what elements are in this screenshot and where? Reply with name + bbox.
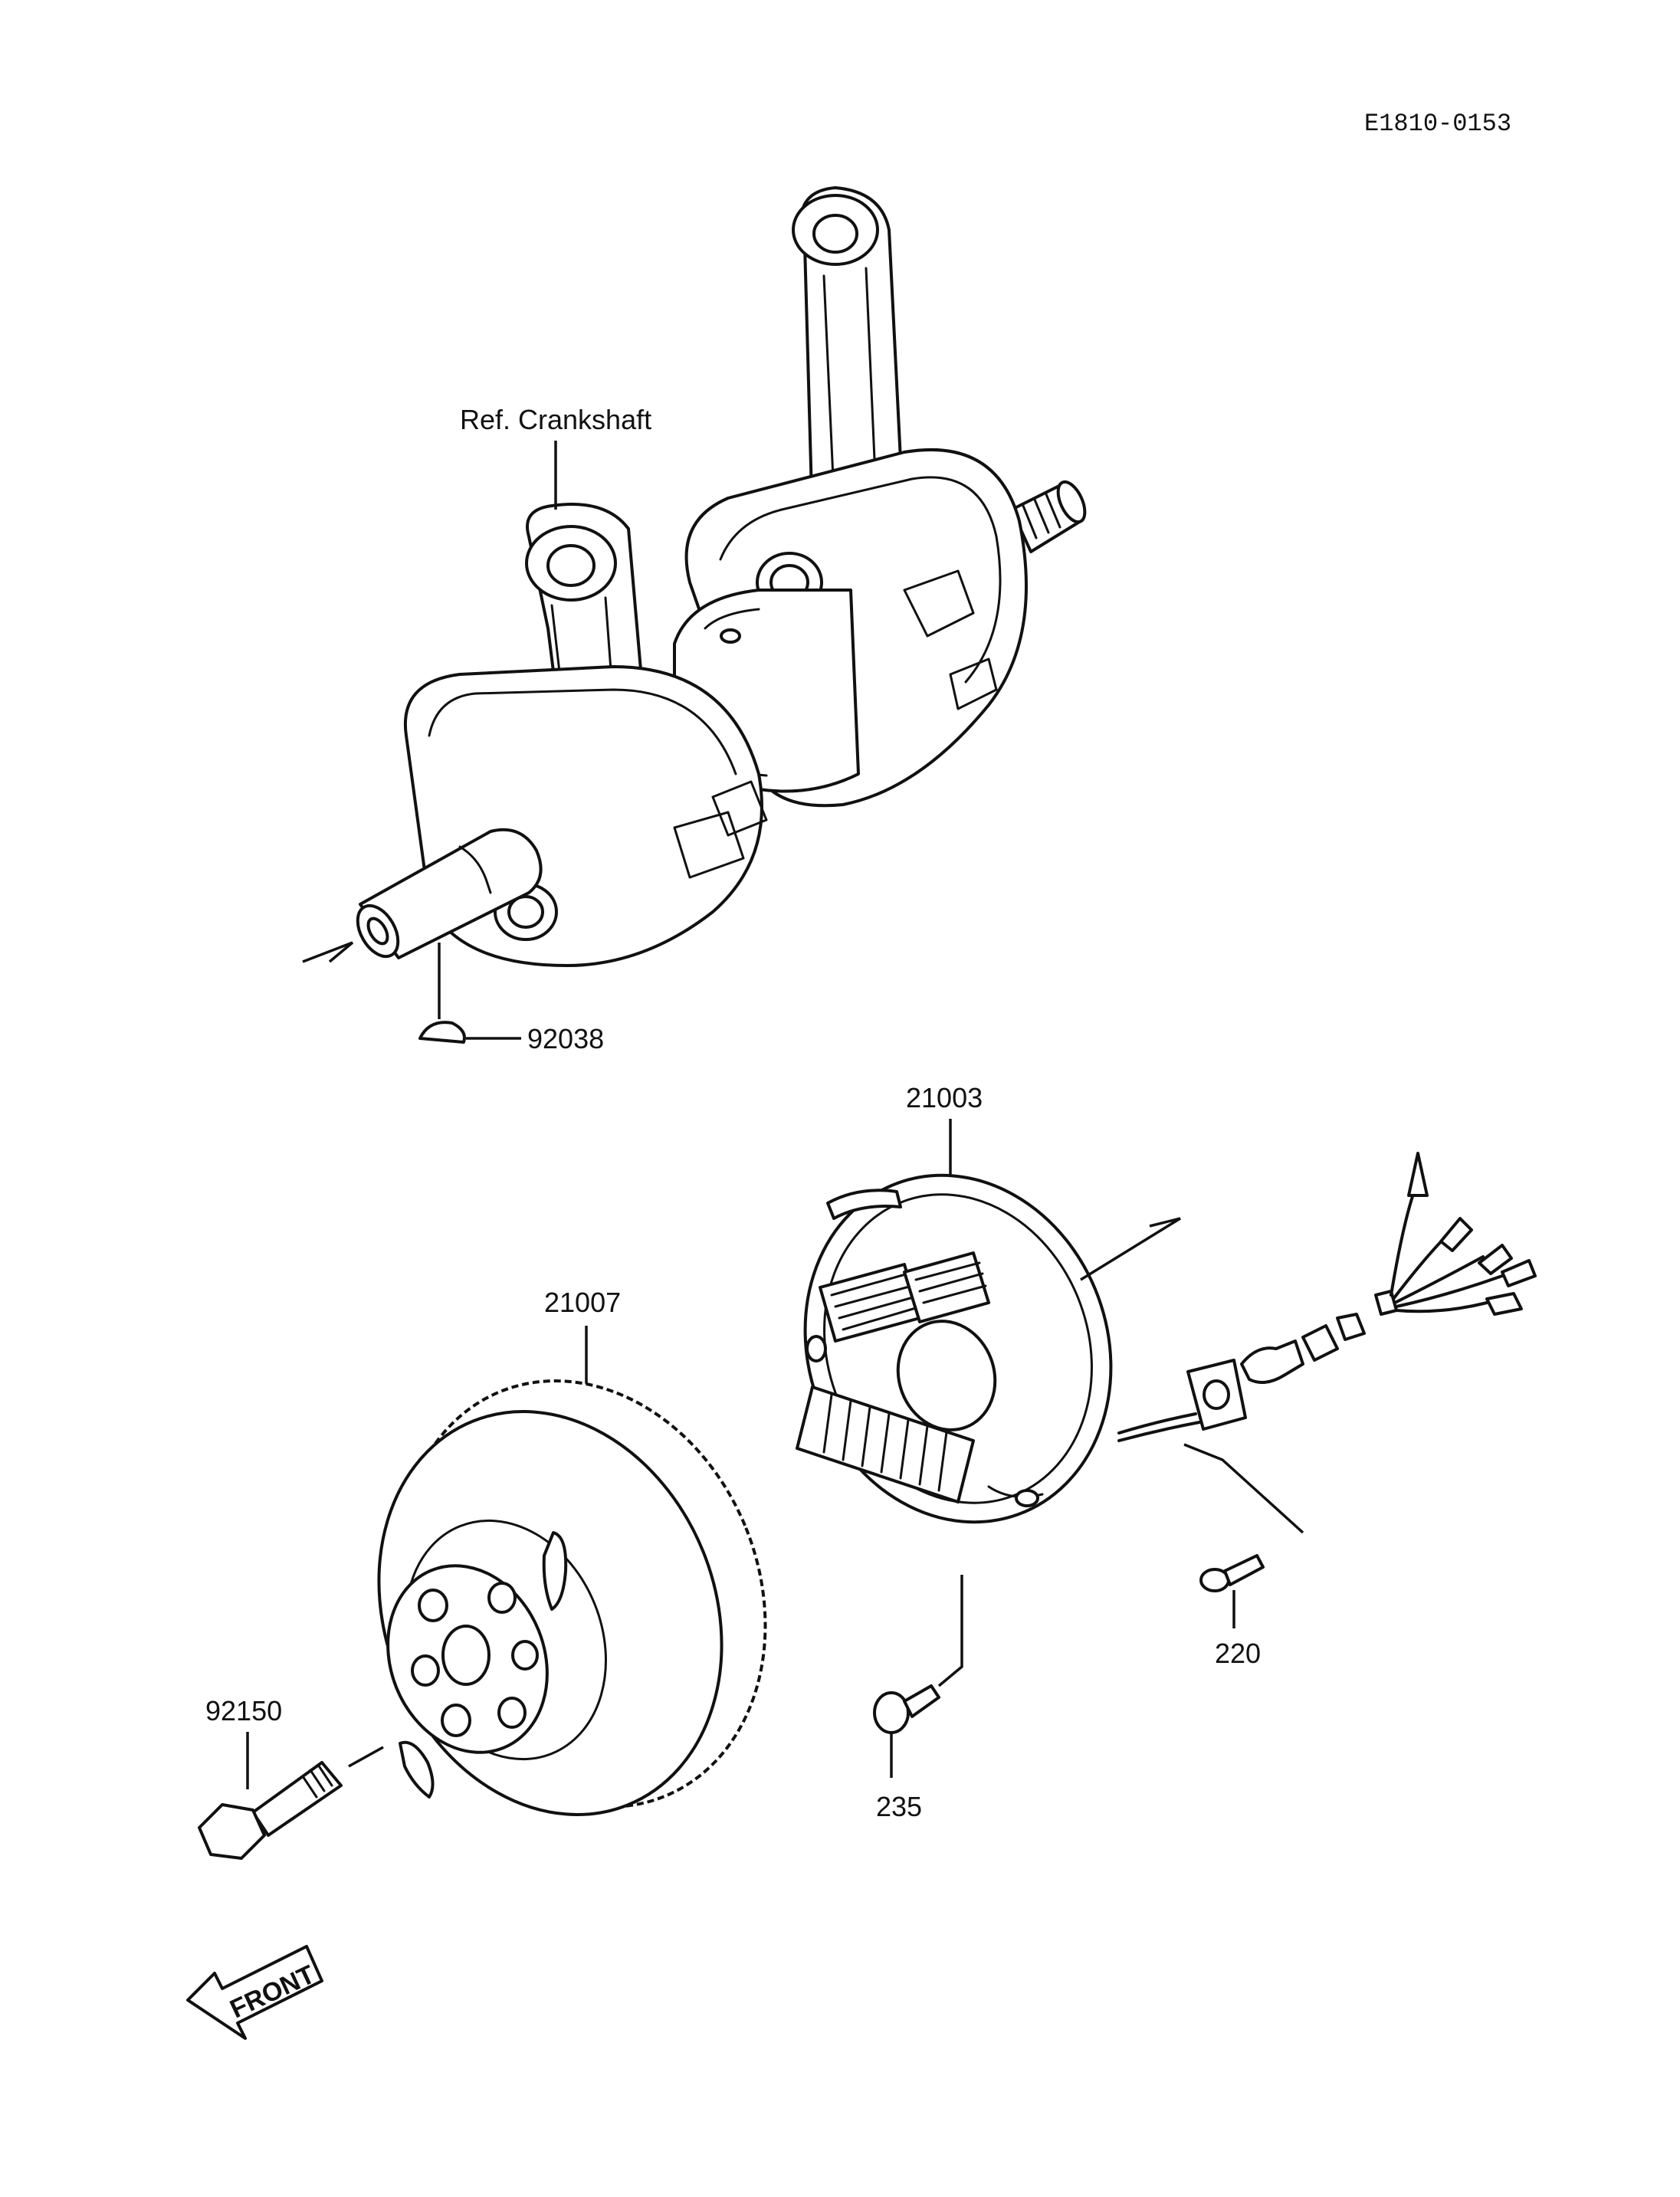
part-220-label: 220 — [1215, 1638, 1261, 1669]
part-92150-label: 92150 — [205, 1695, 282, 1726]
ref-crankshaft-label: Ref. Crankshaft — [460, 404, 651, 435]
diagram-code: E1810-0153 — [1364, 110, 1511, 138]
stator-arrow-line — [1080, 1217, 1181, 1281]
crankshaft-illustration — [302, 186, 1087, 967]
stator-plate-21003 — [796, 1173, 1113, 1524]
screw-235 — [873, 1575, 963, 1778]
flywheel-21007 — [377, 1379, 767, 1816]
part-21003-label: 21003 — [906, 1082, 983, 1113]
screw-220 — [1183, 1443, 1304, 1628]
front-arrow-icon: FRONT — [186, 1945, 323, 2040]
bolt-92150 — [198, 1732, 384, 1860]
part-235-label: 235 — [876, 1791, 922, 1822]
part-92038-label: 92038 — [527, 1023, 604, 1054]
wire-harness — [1117, 1152, 1537, 1442]
part-21007-label: 21007 — [544, 1287, 621, 1318]
woodruff-key-92038 — [418, 943, 521, 1044]
